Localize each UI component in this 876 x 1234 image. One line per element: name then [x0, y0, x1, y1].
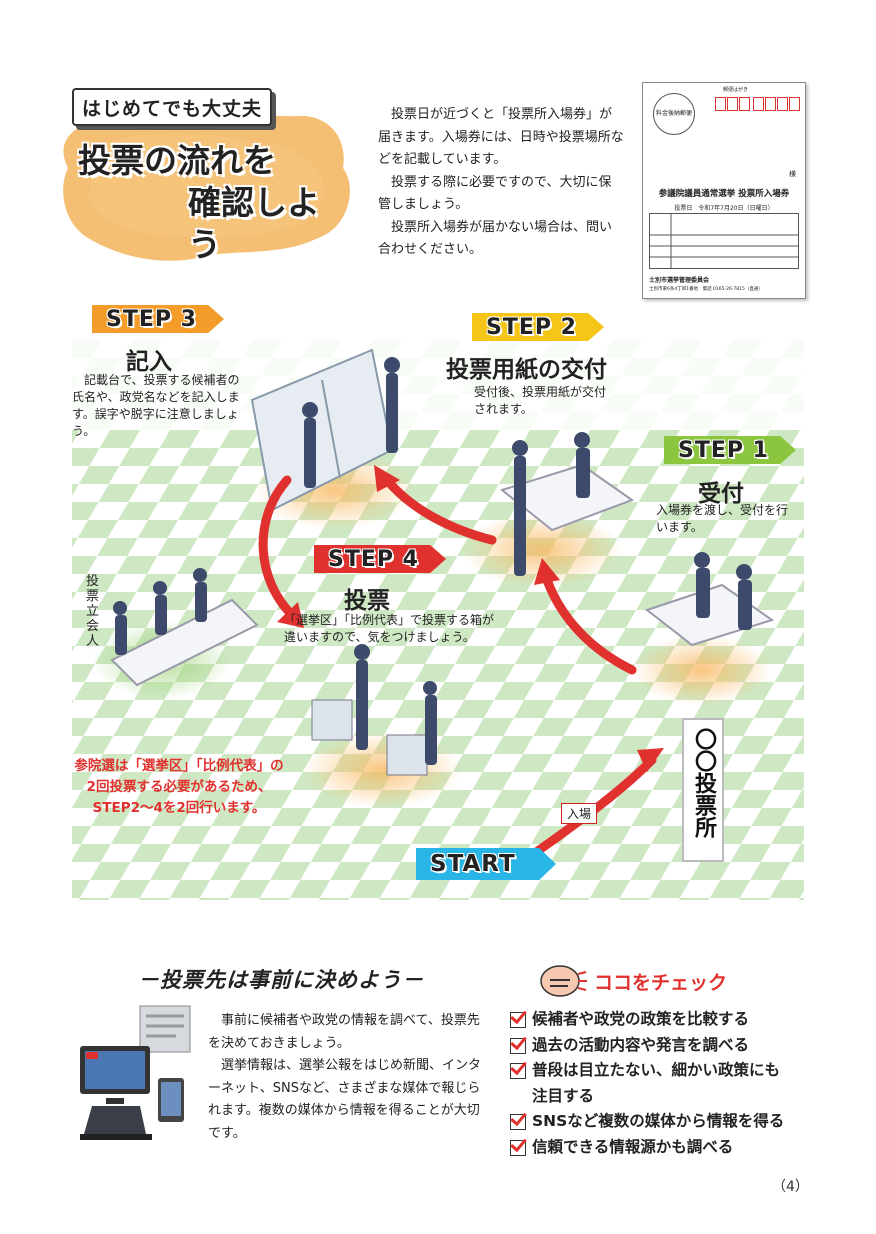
intro-text: 投票日が近づくと「投票所入場券」が届きます。入場券には、日時や投票場所などを記載… [378, 104, 624, 262]
checkbox-icon [510, 1012, 526, 1028]
step-2-tag: STEP 2 [472, 313, 604, 341]
intro-badge: はじめてでも大丈夫 [72, 88, 272, 126]
page-number: （4） [772, 1179, 809, 1195]
decide-paragraph: 選挙情報は、選挙公報をはじめ新聞、インターネット、SNSなど、さまざまな媒体で報… [208, 1058, 482, 1141]
addressee-suffix: 様 [789, 170, 796, 178]
step-1-desc: 入場券を渡し、受付を行います。 [656, 503, 789, 534]
step-4-desc: 「選挙区」「比例代表」で投票する箱が違いますので、気をつけましょう。 [284, 613, 495, 644]
decide-paragraph: 事前に候補者や政党の情報を調べて、投票先を決めておきましょう。 [208, 1013, 480, 1051]
check-item: 候補者や政党の政策を比較する [510, 1007, 810, 1033]
check-item: 普段は目立たない、細かい政策にも注目する [510, 1058, 810, 1109]
zip-box [715, 97, 726, 111]
decide-title: －投票先は事前に決めよう－ [138, 968, 424, 992]
title-line-2: 確認しよう [188, 183, 320, 264]
entrance-label: 入場 [561, 803, 598, 824]
intro-paragraph: 投票する際に必要ですので、大切に保管しましょう。 [378, 174, 612, 213]
check-item: SNSなど複数の媒体から情報を得る [510, 1109, 810, 1135]
check-item-text: 過去の活動内容や発言を調べる [532, 1035, 750, 1054]
witness-label: 投票立会人 [86, 574, 100, 649]
ticket-address: 士別市東6条4丁目1番地 電話 0165-26-7815（直通） [649, 287, 763, 292]
intro-paragraph: 投票所入場券が届かない場合は、問い合わせください。 [378, 219, 613, 258]
ticket-title: 参議院議員通常選挙 投票所入場券 [658, 189, 790, 199]
postage-stamp-mark: 料金後納郵便 [653, 93, 695, 135]
checkbox-icon [510, 1063, 526, 1079]
start-tag: START [416, 848, 556, 880]
postcard-label: 郵便はがき [723, 87, 749, 93]
step-3-title: 記入 [126, 349, 172, 375]
zip-box [727, 97, 738, 111]
check-item-text: 信頼できる情報源かも調べる [532, 1137, 734, 1156]
checkbox-icon [510, 1114, 526, 1130]
ticket-issuer: 士別市選挙管理委員会 [649, 277, 710, 284]
check-list: 候補者や政党の政策を比較する 過去の活動内容や発言を調べる 普段は目立たない、細… [510, 1007, 810, 1160]
sign-text: 〇〇投票所 [691, 728, 716, 838]
checkbox-icon [510, 1139, 526, 1156]
step-2-desc: 受付後、投票用紙が交付されます。 [474, 385, 607, 416]
zip-box [739, 97, 750, 111]
pointing-hand-icon [540, 965, 587, 997]
zip-box [789, 97, 800, 111]
step-4-tag: STEP 4 [314, 545, 446, 573]
zip-box [777, 97, 788, 111]
voting-ticket-image: 料金後納郵便 郵便はがき 様 参議院議員通常選挙 投票所入場券 投票日 令和7年… [642, 82, 806, 299]
step-1-tag: STEP 1 [664, 436, 796, 464]
check-item-text: SNSなど複数の媒体から情報を得る [532, 1112, 785, 1130]
check-item: 信頼できる情報源かも調べる [510, 1135, 810, 1161]
ticket-table [649, 213, 799, 269]
zip-box [753, 97, 764, 111]
step-3-tag: STEP 3 [92, 305, 224, 333]
step-4-title: 投票 [344, 588, 390, 614]
check-item: 過去の活動内容や発言を調べる [510, 1033, 810, 1059]
check-item-text: 候補者や政党の政策を比較する [532, 1010, 750, 1028]
check-item-text: 普段は目立たない、細かい政策にも注目する [532, 1061, 781, 1105]
checkbox-icon [510, 1037, 526, 1054]
zip-box [765, 97, 776, 111]
decide-body: 事前に候補者や政党の情報を調べて、投票先を決めておきましょう。 選挙情報は、選挙… [208, 1010, 488, 1145]
orange-splash-background [63, 105, 350, 261]
check-title: ココをチェック [594, 972, 728, 994]
step-1-title: 受付 [698, 481, 744, 507]
media-devices-icon [80, 1005, 191, 1140]
title-line-1: 投票の流れを [78, 141, 276, 180]
step-3-desc: 記載台で、投票する候補者の氏名や、政党名などを記入します。誤字や脱字に注意しまし… [72, 373, 240, 438]
two-votes-note: 参院選は「選挙区」「比例代表」の2回投票する必要があるため、STEP2〜4を2回… [74, 758, 284, 816]
step-2-title: 投票用紙の交付 [446, 357, 607, 383]
intro-paragraph: 投票日が近づくと「投票所入場券」が届きます。入場券には、日時や投票場所などを記載… [378, 107, 624, 167]
polling-place-sign: 〇〇投票所 [682, 718, 724, 862]
ticket-date: 投票日 令和7年7月20日（日曜日） [674, 205, 774, 212]
page-title: 投票の流れを 確認しよう [78, 140, 348, 266]
